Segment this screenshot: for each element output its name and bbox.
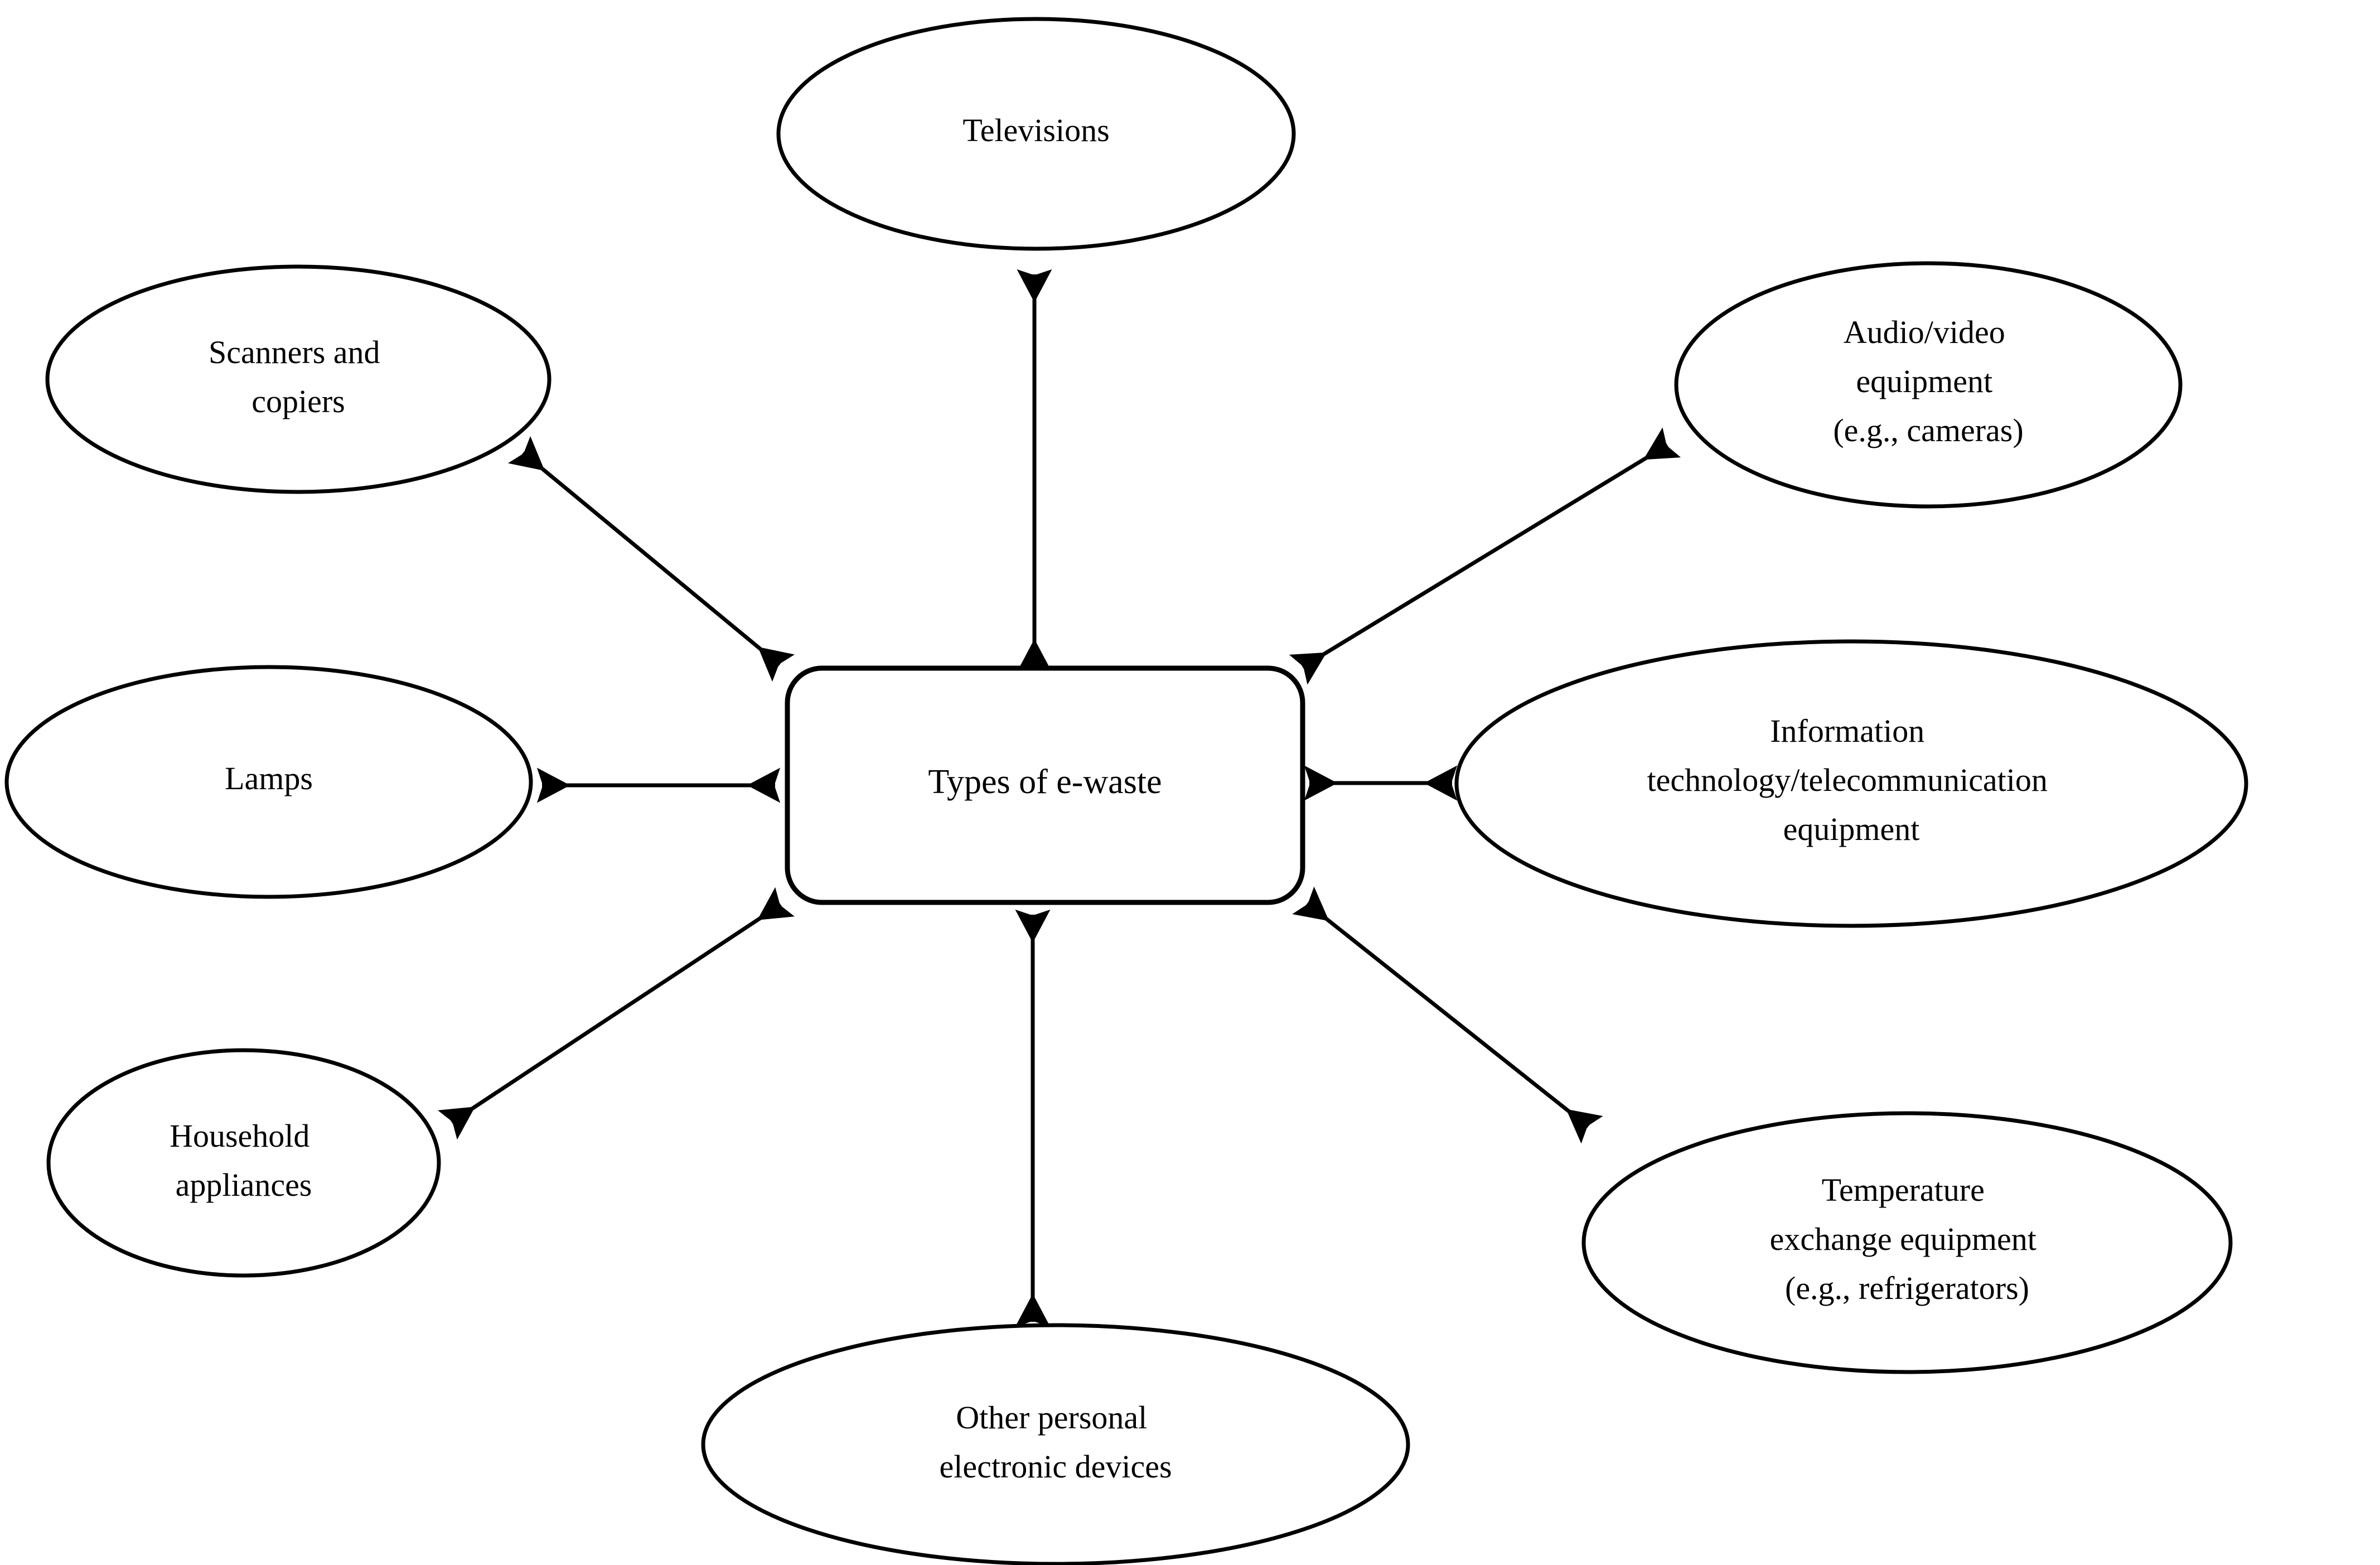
- node-audio-video-equipment-line-0: Audio/video: [1844, 314, 2005, 350]
- node-audio-video-equipment-ellipse[interactable]: [1674, 261, 2183, 509]
- node-information-technology-telecommunication-equipment-label: Information technology/telecommunication…: [1647, 713, 2056, 847]
- node-information-technology-telecommunication-equipment-line-0: Information: [1770, 713, 1924, 749]
- center-node-title: Types of e-waste: [928, 763, 1162, 801]
- node-scanners-and-copiers[interactable]: Scanners and copiers: [45, 264, 552, 494]
- node-layer: Televisions Scanners and copiers Lamps: [4, 17, 2248, 1565]
- node-household-appliances-line-0: Household: [170, 1118, 309, 1154]
- node-lamps-ellipse[interactable]: [4, 665, 533, 899]
- connector-temperature-exchange-equipment: [1292, 886, 1603, 1144]
- center-node[interactable]: Types of e-waste: [785, 665, 1305, 905]
- node-household-appliances-ellipse[interactable]: [46, 1048, 441, 1278]
- node-televisions[interactable]: Televisions: [776, 17, 1296, 251]
- node-scanners-and-copiers-ellipse[interactable]: [45, 264, 552, 494]
- node-other-personal-electronic-devices-line-1: electronic devices: [939, 1448, 1172, 1485]
- connector-audio-video-equipment: [1289, 427, 1681, 685]
- node-temperature-exchange-equipment-line-1: exchange equipment: [1770, 1221, 2036, 1257]
- center-node-rounded-rect[interactable]: [785, 665, 1305, 905]
- center-node-label: Types of e-waste: [928, 763, 1162, 801]
- node-audio-video-equipment-line-2: (e.g., cameras): [1833, 412, 2023, 448]
- node-audio-video-equipment-line-1: equipment: [1856, 363, 1992, 399]
- node-lamps-label: Lamps: [225, 760, 313, 796]
- node-other-personal-electronic-devices-label: Other personal electronic devices: [939, 1399, 1172, 1485]
- node-lamps[interactable]: Lamps: [4, 665, 533, 899]
- node-temperature-exchange-equipment-line-2: (e.g., refrigerators): [1785, 1270, 2029, 1306]
- node-scanners-and-copiers-label: Scanners and copiers: [209, 334, 388, 419]
- node-audio-video-equipment-label: Audio/video equipment (e.g., cameras): [1833, 314, 2023, 448]
- node-household-appliances[interactable]: Household appliances: [46, 1048, 441, 1278]
- node-televisions-ellipse[interactable]: [776, 17, 1296, 251]
- node-scanners-and-copiers-line-1: copiers: [251, 383, 345, 419]
- connector-household-appliances: [438, 887, 795, 1140]
- node-household-appliances-label: Household appliances: [170, 1118, 318, 1203]
- node-temperature-exchange-equipment-label: Temperature exchange equipment (e.g., re…: [1770, 1172, 2045, 1306]
- node-lamps-line-0: Lamps: [225, 760, 313, 796]
- node-information-technology-telecommunication-equipment-ellipse[interactable]: [1454, 639, 2248, 928]
- node-household-appliances-line-1: appliances: [176, 1167, 312, 1203]
- node-temperature-exchange-equipment-line-0: Temperature: [1822, 1172, 1985, 1208]
- connector-layer: [438, 269, 1681, 1327]
- node-audio-video-equipment[interactable]: Audio/video equipment (e.g., cameras): [1674, 261, 2183, 509]
- node-temperature-exchange-equipment[interactable]: Temperature exchange equipment (e.g., re…: [1581, 1111, 2233, 1374]
- node-televisions-label: Televisions: [962, 112, 1109, 148]
- node-other-personal-electronic-devices[interactable]: Other personal electronic devices: [701, 1323, 1410, 1565]
- connector-scanners-and-copiers: [507, 436, 795, 682]
- node-other-personal-electronic-devices-line-0: Other personal: [956, 1399, 1147, 1436]
- node-televisions-line-0: Televisions: [962, 112, 1109, 148]
- node-information-technology-telecommunication-equipment[interactable]: Information technology/telecommunication…: [1454, 639, 2248, 928]
- node-information-technology-telecommunication-equipment-line-2: equipment: [1783, 811, 1920, 847]
- node-temperature-exchange-equipment-ellipse[interactable]: [1581, 1111, 2233, 1374]
- node-scanners-and-copiers-line-0: Scanners and: [209, 334, 380, 370]
- node-information-technology-telecommunication-equipment-line-1: technology/telecommunication: [1647, 762, 2048, 798]
- node-other-personal-electronic-devices-ellipse[interactable]: [701, 1323, 1410, 1565]
